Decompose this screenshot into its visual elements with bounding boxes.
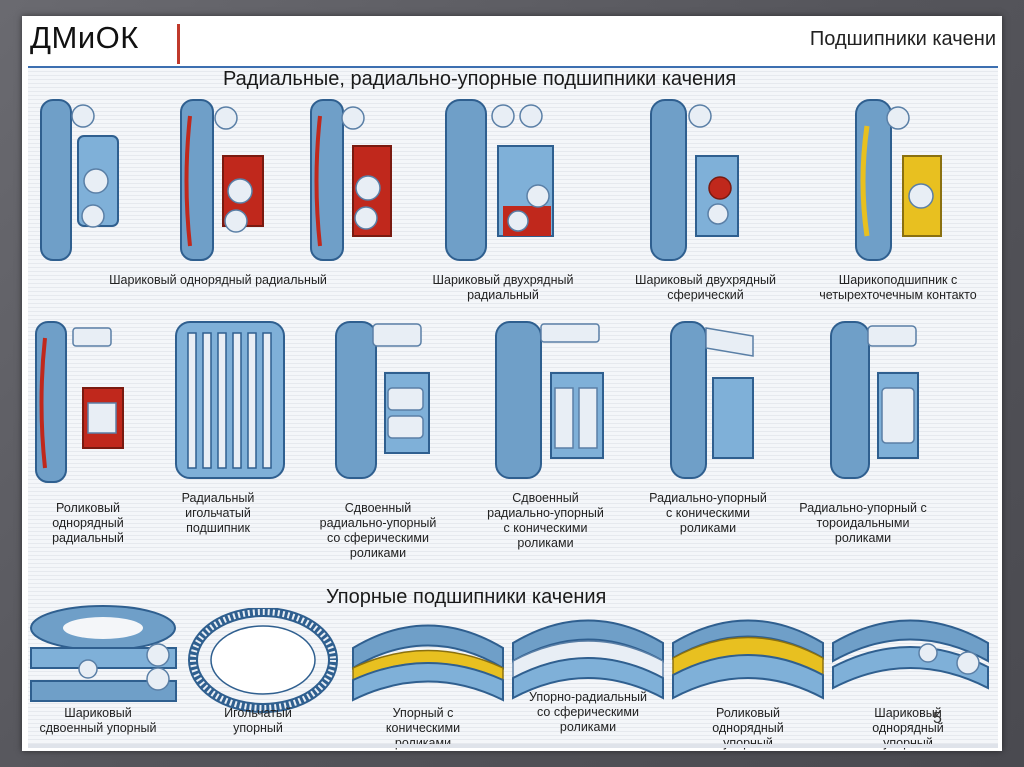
slide-topic: Подшипники качени (809, 28, 996, 50)
bearing-image-ball-single-row-red (178, 96, 268, 266)
caption-thrust-spherical-roller: Упорно-радиальный со сферическими ролика… (529, 690, 647, 734)
slide: ДМиОК Подшипники качени Радиальные, ради… (22, 16, 1002, 751)
bearing-image-ball-self-aligning (648, 96, 743, 266)
bearing-image-ball-angular (308, 96, 398, 266)
bearing-image-double-tapered-roller (493, 318, 608, 483)
page-number: 5 (933, 710, 942, 727)
caption-needle-radial: Радиальный игольчатый подшипник (181, 491, 255, 535)
bearing-image-thrust-tapered-roller (348, 608, 508, 708)
logo-divider (177, 24, 180, 64)
caption-needle-thrust: Игольчатый упорный (224, 706, 292, 735)
caption-double-spherical-roller: Сдвоенный радиально-упорный со сферическ… (319, 501, 437, 560)
caption-tapered-roller: Радиально-упорный с коническими роликами (649, 491, 767, 535)
bearing-image-four-point-contact (853, 96, 948, 266)
caption-thrust-ball-double: Шариковый сдвоенный упорный (39, 706, 157, 735)
bearing-image-tapered-roller (668, 318, 758, 483)
bottom-rule (28, 744, 998, 748)
caption-ball-double-row: Шариковый двухрядный радиальный (432, 273, 574, 302)
bearing-image-roller-single-row (33, 318, 128, 488)
section-title-thrust: Упорные подшипники качения (326, 586, 607, 608)
bearing-image-ball-single-row (38, 96, 123, 266)
section-title-radial: Радиальные, радиально-упорные подшипники… (223, 68, 737, 90)
bearing-image-thrust-spherical-roller (508, 603, 668, 708)
slide-header: ДМиОК Подшипники качени (22, 16, 1002, 66)
caption-roller-single-row: Роликовый однорядный радиальный (52, 501, 124, 545)
bearing-image-thrust-ball-double (28, 603, 183, 713)
caption-ball-single-row: Шариковый однорядный радиальный (109, 273, 327, 287)
bearing-image-toroidal-roller (828, 318, 923, 483)
caption-ball-self-aligning: Шариковый двухрядный сферический (635, 273, 776, 302)
caption-four-point-contact: Шарикоподшипник с четырехточечным контак… (819, 273, 977, 302)
bearing-image-thrust-ball-single (828, 603, 993, 703)
logo: ДМиОК (30, 20, 139, 55)
bearing-image-thrust-roller (668, 603, 828, 708)
slide-content: Радиальные, радиально-упорные подшипники… (28, 66, 998, 750)
bearing-image-needle-radial (173, 318, 288, 483)
bearing-image-ball-double-row (443, 96, 558, 266)
bearing-image-needle-thrust (188, 608, 338, 713)
bearing-image-double-spherical-roller (333, 318, 433, 483)
caption-toroidal-roller: Радиально-упорный с тороидальными ролика… (799, 501, 927, 545)
caption-double-tapered-roller: Сдвоенный радиально-упорный с коническим… (487, 491, 604, 550)
